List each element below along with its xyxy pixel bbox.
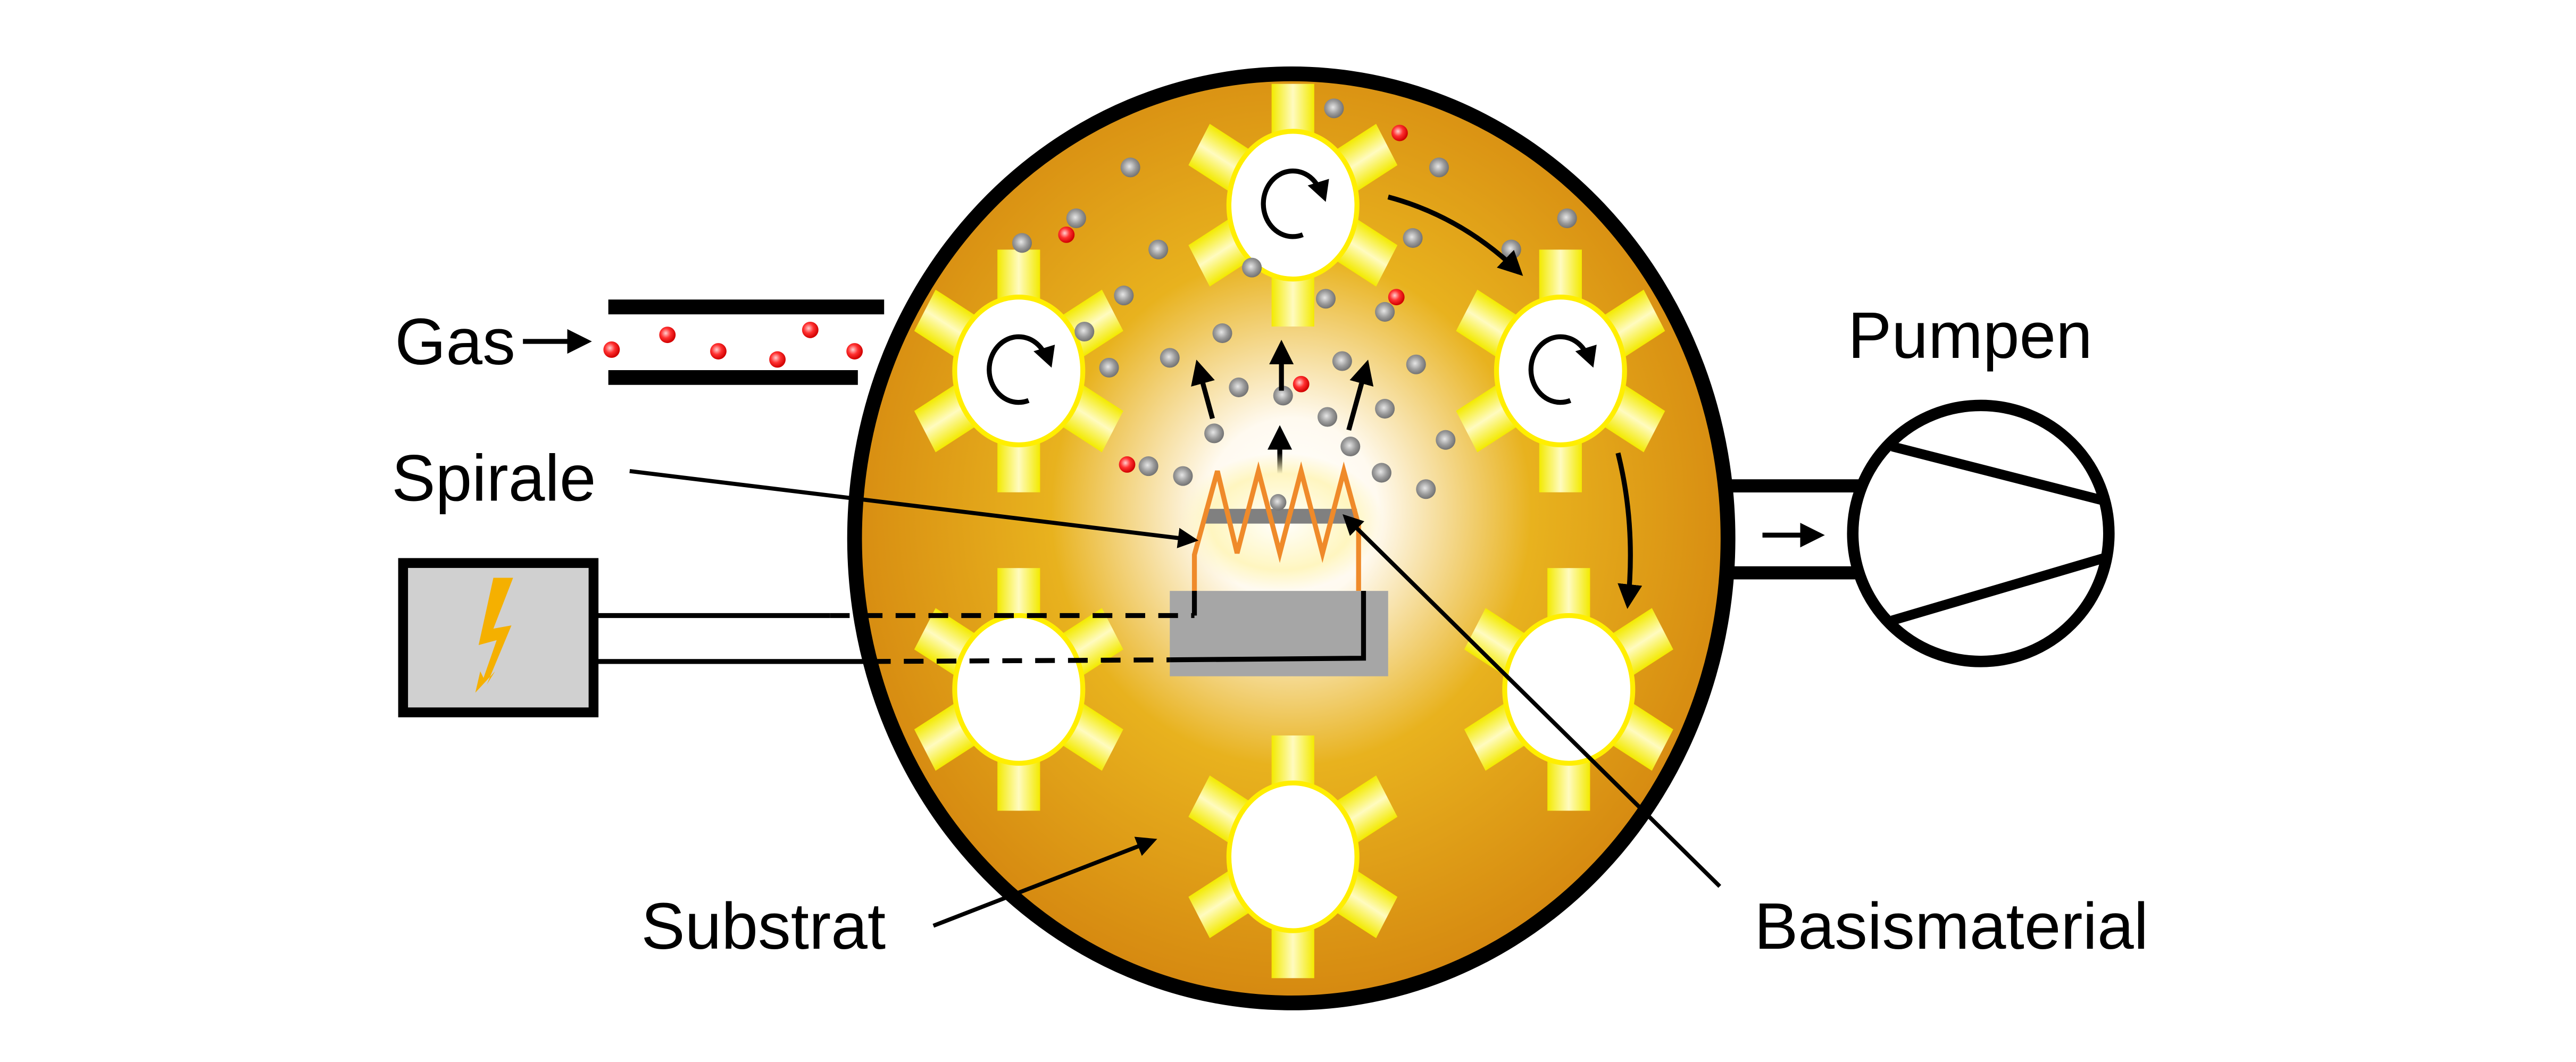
pump-pipe xyxy=(1716,479,1864,580)
rotation-arrow-icon xyxy=(1528,334,1589,405)
vapor-particle xyxy=(1273,386,1293,406)
vapor-particle xyxy=(1160,348,1180,368)
vapor-particle xyxy=(1066,208,1086,229)
vapor-particle xyxy=(1074,321,1095,342)
vapor-particle xyxy=(1403,228,1423,248)
rotation-path-arrow xyxy=(1387,194,1523,276)
base-block xyxy=(1170,591,1388,676)
gas-particle xyxy=(846,343,863,359)
substrate-disc xyxy=(1226,129,1360,282)
vapor-particle xyxy=(1242,257,1262,278)
vapor-particle xyxy=(1120,157,1140,178)
substrate-disc xyxy=(1502,613,1636,766)
vapor-particle xyxy=(1416,479,1436,499)
substrate-holder xyxy=(1456,249,1665,492)
vapor-particle xyxy=(1375,302,1395,322)
vapor-particle xyxy=(1324,98,1344,119)
gas-particle xyxy=(1293,375,1310,392)
substrate-disc xyxy=(1226,780,1360,933)
power-supply xyxy=(398,558,599,717)
vapor-particle xyxy=(1270,494,1287,511)
substrate-disc xyxy=(952,613,1086,766)
vapor-particle xyxy=(1436,430,1456,450)
evaporation-arrows xyxy=(1191,339,1374,484)
vapor-particle xyxy=(1340,437,1361,457)
rotation-arrowhead xyxy=(1307,179,1329,202)
spirale-leader xyxy=(629,469,1199,548)
rotation-arrowhead xyxy=(1033,345,1055,368)
pumpen-label: Pumpen xyxy=(1848,299,2093,372)
gas-particle xyxy=(1119,456,1136,473)
gas-particle xyxy=(1391,124,1408,141)
gas-particle xyxy=(1388,289,1405,306)
substrat-label: Substrat xyxy=(641,890,886,963)
lightning-icon xyxy=(475,578,513,693)
vapor-particle xyxy=(1204,423,1224,444)
gas-particle xyxy=(710,343,727,359)
vapor-particle xyxy=(1318,407,1338,427)
vapor-particle xyxy=(1375,399,1395,419)
gas-particle xyxy=(1058,226,1075,243)
basismaterial-leader xyxy=(1343,514,1721,888)
basismaterial-label: Basismaterial xyxy=(1754,890,2148,963)
vapor-particle xyxy=(1332,351,1352,371)
vapor-particle xyxy=(1114,286,1134,306)
gas-particle xyxy=(769,351,786,368)
vapor-particle xyxy=(1012,233,1032,253)
heating-spiral xyxy=(1191,461,1361,591)
rotation-arrow-icon xyxy=(987,334,1047,405)
substrat-leader xyxy=(932,837,1157,928)
vapor-particle xyxy=(1173,466,1193,486)
gas-label: Gas xyxy=(395,305,515,379)
vapor-particle xyxy=(1099,357,1119,378)
gas-inlet-pipe xyxy=(608,299,885,385)
rotation-arrow-icon xyxy=(1261,168,1322,239)
vapor-particle xyxy=(1138,456,1158,476)
vapor-particle xyxy=(1371,463,1391,483)
substrate-disc xyxy=(1494,295,1627,448)
vapor-particle xyxy=(1229,377,1249,397)
substrate-holder xyxy=(1188,735,1398,979)
pump-icon xyxy=(1847,399,2115,667)
vapor-particle xyxy=(1406,354,1426,374)
rotation-arrowhead xyxy=(1575,345,1597,368)
power-wiring xyxy=(595,591,1366,664)
vapor-particle xyxy=(1148,239,1169,260)
substrate-holder xyxy=(1464,568,1673,811)
gas-particle xyxy=(802,321,819,338)
substrate-holder xyxy=(1188,83,1398,327)
vapor-particle xyxy=(1212,323,1232,344)
spirale-label: Spirale xyxy=(391,441,596,515)
substrate-holder xyxy=(914,568,1123,811)
gas-particle xyxy=(659,327,676,344)
gas-particle xyxy=(603,341,620,358)
vapor-particle xyxy=(1557,208,1577,229)
substrate-disc xyxy=(952,295,1086,448)
vapor-particle xyxy=(1429,157,1449,178)
rotation-path-arrow xyxy=(1615,452,1643,609)
vapor-particle xyxy=(1315,289,1336,309)
